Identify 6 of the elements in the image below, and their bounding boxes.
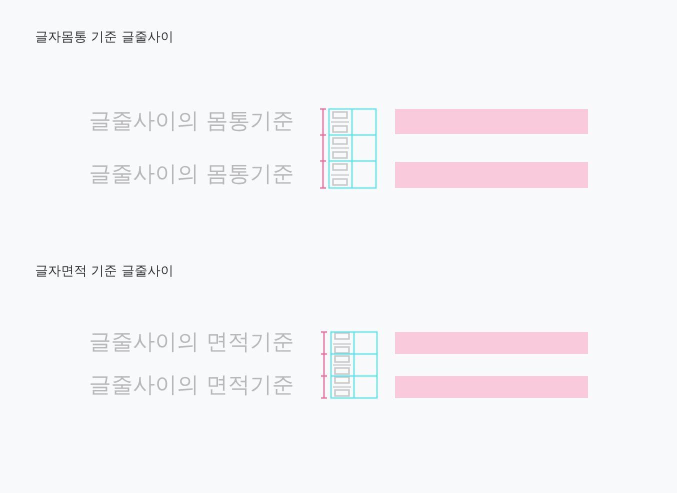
sample-text: 글줄사이의 몸통기준	[89, 163, 294, 187]
section-heading: 글자면적 기준 글줄사이	[35, 264, 174, 280]
sample-text: 글줄사이의 면적기준	[89, 374, 294, 398]
section-heading: 글자몸통 기준 글줄사이	[35, 30, 174, 46]
sample-text: 글줄사이의 몸통기준	[89, 110, 294, 134]
sample-text: 글줄사이의 면적기준	[89, 331, 294, 355]
